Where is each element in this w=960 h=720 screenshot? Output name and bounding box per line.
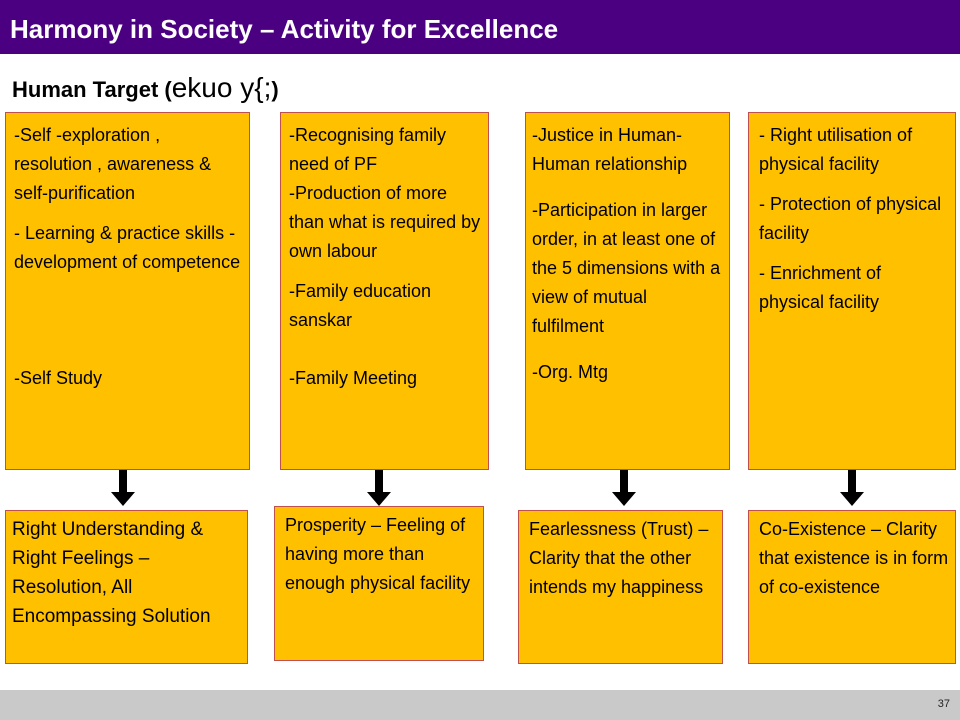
activity-line: -Recognising family need of PF [289, 125, 447, 174]
activity-line: -Self Study [14, 368, 103, 388]
page-number: 37 [937, 698, 950, 710]
activity-line: -Family Meeting [289, 368, 418, 388]
subtitle-prefix: Human Target ( [12, 77, 172, 102]
result-box-right-understanding: Right Understanding & Right Feelings – R… [5, 510, 248, 664]
slide-title: Harmony in Society – Activity for Excell… [10, 14, 559, 44]
spacer [532, 179, 723, 196]
subtitle-devanagari: ekuo y{; [171, 72, 272, 103]
activity-box-family: -Recognising family need of PF -Producti… [280, 112, 489, 470]
subtitle-suffix: ) [271, 77, 279, 102]
spacer [14, 277, 243, 364]
activity-line: -Production of more than what is require… [289, 183, 481, 261]
spacer [759, 248, 949, 259]
down-arrow-icon [111, 470, 135, 506]
result-box-coexistence: Co-Existence – Clarity that existence is… [748, 510, 956, 664]
activity-line: -Family education sanskar [289, 281, 432, 330]
activity-box-self: -Self -exploration , resolution , awaren… [5, 112, 250, 470]
footer-bar: 37 [0, 690, 960, 720]
result-box-prosperity: Prosperity – Feeling of having more than… [274, 506, 484, 661]
subtitle: Human Target (ekuo y{;) [12, 72, 279, 104]
spacer [14, 208, 243, 219]
result-text: Fearlessness (Trust) – Clarity that the … [529, 519, 709, 597]
spacer [759, 179, 949, 190]
spacer [532, 341, 723, 358]
title-bar: Harmony in Society – Activity for Excell… [0, 0, 960, 54]
activity-line: - Enrichment of physical facility [759, 263, 882, 312]
result-text: Co-Existence – Clarity that existence is… [759, 519, 949, 597]
activity-box-physical-facility: - Right utilisation of physical facility… [748, 112, 956, 470]
spacer [289, 335, 482, 364]
down-arrow-icon [840, 470, 864, 506]
activity-box-justice: -Justice in Human-Human relationship -Pa… [525, 112, 730, 470]
activity-line: -Self -exploration , resolution , awaren… [14, 125, 212, 203]
activity-line: -Justice in Human-Human relationship [532, 125, 688, 174]
down-arrow-icon [367, 470, 391, 506]
activity-line: - Right utilisation of physical facility [759, 125, 913, 174]
result-text: Prosperity – Feeling of having more than… [285, 515, 471, 593]
activity-line: - Learning & practice skills - developme… [14, 223, 241, 272]
down-arrow-icon [612, 470, 636, 506]
activity-line: -Org. Mtg [532, 362, 609, 382]
result-text: Right Understanding & Right Feelings – R… [12, 519, 211, 627]
spacer [289, 266, 482, 277]
activity-line: -Participation in larger order, in at le… [532, 200, 721, 336]
result-box-fearlessness: Fearlessness (Trust) – Clarity that the … [518, 510, 723, 664]
activity-line: - Protection of physical facility [759, 194, 942, 243]
